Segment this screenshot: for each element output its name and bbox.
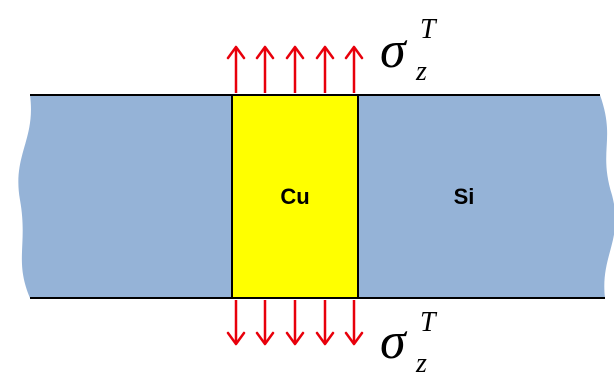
stress-arrow-up — [255, 45, 275, 93]
stress-arrows-bottom — [226, 300, 364, 346]
stress-arrow-down — [344, 300, 364, 346]
sigma-superscript-top: T — [420, 14, 438, 45]
sigma-symbol-top: σ — [380, 22, 408, 79]
stress-arrow-up — [285, 45, 305, 93]
stress-arrow-up — [226, 45, 246, 93]
stress-arrow-down — [226, 300, 246, 346]
sigma-subscript-bottom: z — [415, 348, 427, 376]
stress-arrow-down — [315, 300, 335, 346]
sigma-subscript-top: z — [415, 56, 427, 87]
stress-arrow-up — [344, 45, 364, 93]
stress-arrow-down — [285, 300, 305, 346]
sigma-superscript-bottom: T — [420, 307, 438, 338]
stress-arrows-top — [226, 45, 364, 93]
sigma-symbol-bottom: σ — [380, 313, 408, 370]
silicon-label: Si — [454, 184, 475, 209]
stress-label-bottom: σ T z — [380, 307, 438, 376]
stress-label-top: σ T z — [380, 14, 438, 87]
stress-arrow-up — [315, 45, 335, 93]
copper-label: Cu — [280, 184, 309, 209]
stress-arrow-down — [255, 300, 275, 346]
copper-via — [231, 94, 359, 299]
